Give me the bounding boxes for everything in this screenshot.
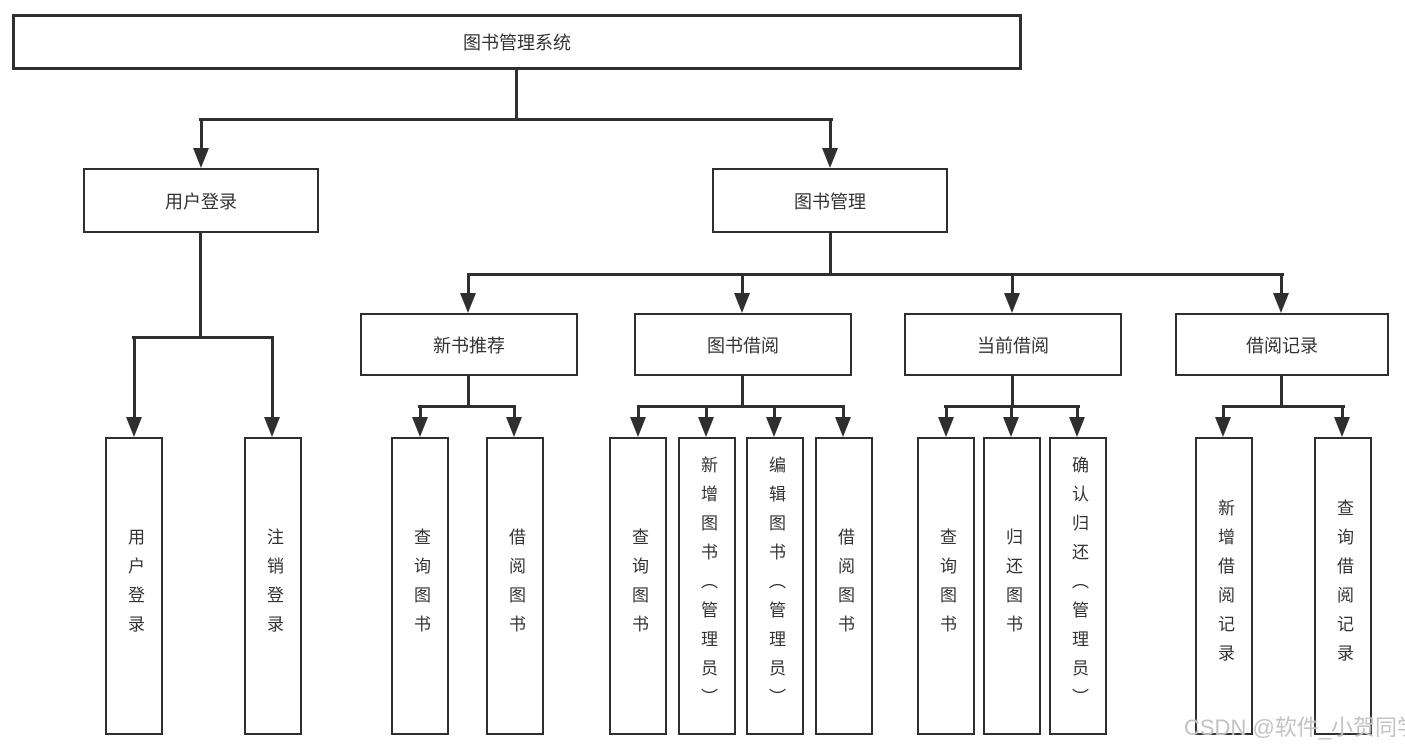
connector-line [199, 118, 833, 121]
arrow-head-icon [1069, 417, 1085, 437]
connector-line [1280, 376, 1283, 405]
connector-line [1222, 405, 1345, 408]
connector-line [741, 376, 744, 405]
connector-line [842, 405, 845, 419]
node-root-label: 图书管理系统 [463, 33, 571, 53]
connector-line [741, 273, 744, 297]
connector-line [132, 336, 274, 339]
arrow-head-icon [1334, 417, 1350, 437]
connector-line [199, 233, 202, 336]
arrow-head-icon [126, 417, 142, 437]
connector-line [200, 118, 203, 150]
leaf-query-borrow-record: 查询借阅记录 [1314, 437, 1372, 735]
leaf-confirm-return-admin-label: 确认归还（管理员） [1069, 455, 1089, 717]
leaf-recommend-query-books-label: 查询图书 [411, 528, 431, 644]
leaf-current-query-books-label: 查询图书 [937, 528, 957, 644]
leaf-query-borrow-record-label: 查询借阅记录 [1334, 499, 1354, 673]
leaf-recommend-query-books: 查询图书 [391, 437, 449, 735]
connector-line [271, 336, 274, 419]
arrow-head-icon [1003, 417, 1019, 437]
leaf-add-borrow-record-label: 新增借阅记录 [1215, 499, 1235, 673]
connector-line [418, 405, 516, 408]
arrow-head-icon [412, 417, 428, 437]
connector-line [829, 118, 832, 150]
connector-line [637, 405, 845, 408]
node-book-management: 图书管理 [712, 168, 948, 233]
node-book-borrow-label: 图书借阅 [707, 335, 779, 356]
leaf-edit-books-admin: 编辑图书（管理员） [746, 437, 804, 735]
node-user-login: 用户登录 [83, 168, 319, 233]
connector-line [467, 273, 1284, 276]
arrow-head-icon [193, 148, 209, 168]
node-current-borrow-label: 当前借阅 [977, 335, 1049, 356]
arrow-head-icon [698, 417, 714, 437]
watermark: CSDN @软件_小贺同学 [1184, 715, 1405, 740]
node-user-login-label: 用户登录 [165, 191, 237, 212]
node-borrow-records: 借阅记录 [1175, 313, 1389, 376]
leaf-borrow-query-books: 查询图书 [609, 437, 667, 735]
connector-line [773, 405, 776, 419]
leaf-add-borrow-record: 新增借阅记录 [1195, 437, 1253, 735]
connector-line [467, 273, 470, 297]
arrow-head-icon [506, 417, 522, 437]
leaf-borrow-query-books-label: 查询图书 [629, 528, 649, 644]
connector-line [637, 405, 640, 419]
connector-line [513, 405, 516, 419]
leaf-logout-label: 注销登录 [264, 528, 284, 644]
node-book-management-label: 图书管理 [794, 191, 866, 212]
leaf-return-books: 归还图书 [983, 437, 1041, 735]
leaf-return-books-label: 归还图书 [1003, 528, 1023, 644]
arrow-head-icon [1215, 417, 1231, 437]
arrow-head-icon [835, 417, 851, 437]
arrow-head-icon [460, 293, 476, 313]
connector-line [1076, 405, 1079, 419]
leaf-logout: 注销登录 [244, 437, 302, 735]
arrow-head-icon [938, 417, 954, 437]
node-root: 图书管理系统 [12, 14, 1022, 70]
node-new-book-recommend-label: 新书推荐 [433, 335, 505, 356]
arrow-head-icon [630, 417, 646, 437]
leaf-confirm-return-admin: 确认归还（管理员） [1049, 437, 1107, 735]
arrow-head-icon [264, 417, 280, 437]
node-borrow-records-label: 借阅记录 [1246, 335, 1318, 356]
leaf-user-login-label: 用户登录 [125, 528, 145, 644]
leaf-add-books-admin-label: 新增图书（管理员） [698, 455, 718, 717]
arrow-head-icon [822, 148, 838, 168]
arrow-head-icon [1004, 293, 1020, 313]
connector-line [515, 70, 518, 118]
node-book-borrow: 图书借阅 [634, 313, 852, 376]
connector-line [829, 233, 832, 273]
connector-line [1341, 405, 1344, 419]
connector-line [133, 336, 136, 419]
arrow-head-icon [734, 293, 750, 313]
connector-line [1011, 273, 1014, 297]
node-current-borrow: 当前借阅 [904, 313, 1122, 376]
arrow-head-icon [766, 417, 782, 437]
leaf-current-query-books: 查询图书 [917, 437, 975, 735]
connector-line [945, 405, 948, 419]
leaf-edit-books-admin-label: 编辑图书（管理员） [766, 455, 786, 717]
connector-line [1222, 405, 1225, 419]
leaf-add-books-admin: 新增图书（管理员） [678, 437, 736, 735]
connector-line [1011, 376, 1014, 405]
leaf-recommend-borrow-books-label: 借阅图书 [506, 528, 526, 644]
connector-line [705, 405, 708, 419]
connector-line [419, 405, 422, 419]
arrow-head-icon [1273, 293, 1289, 313]
leaf-borrow-books-label: 借阅图书 [835, 528, 855, 644]
leaf-borrow-books: 借阅图书 [815, 437, 873, 735]
connector-line [467, 376, 470, 405]
connector-line [1280, 273, 1283, 297]
node-new-book-recommend: 新书推荐 [360, 313, 578, 376]
leaf-user-login: 用户登录 [105, 437, 163, 735]
connector-line [1010, 405, 1013, 419]
leaf-recommend-borrow-books: 借阅图书 [486, 437, 544, 735]
